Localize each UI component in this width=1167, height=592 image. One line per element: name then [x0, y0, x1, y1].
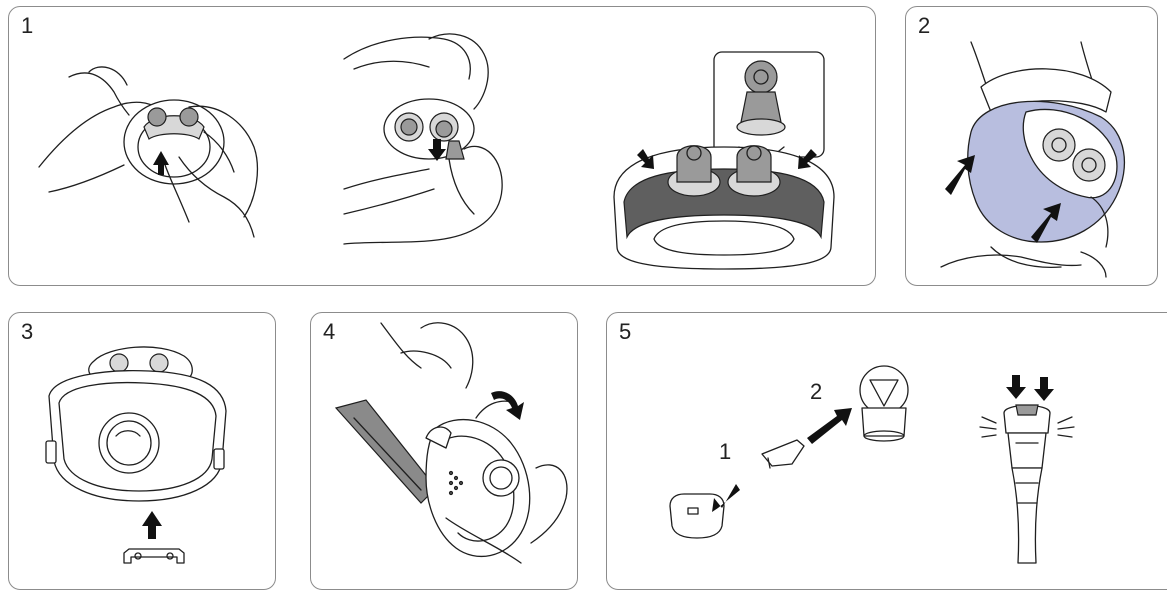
- cushion-with-pillows-illustration: [599, 47, 859, 277]
- curved-arrow-icon: [491, 391, 524, 420]
- arrow-diagonal-icon: [807, 408, 852, 444]
- panel-2: 2: [905, 6, 1158, 286]
- elbow-disassembly-illustration: [662, 358, 892, 558]
- arrow-down-icon: [1006, 375, 1026, 399]
- panel-number: 1: [21, 15, 33, 37]
- panel-1: 1: [8, 6, 876, 286]
- elbow-click-together-illustration: [972, 373, 1082, 573]
- hand-pressing-pillow-illustration: [334, 29, 514, 249]
- panel-5: 5 1 2: [606, 312, 1167, 590]
- arrow-up-icon: [142, 511, 162, 539]
- panel-number: 2: [918, 15, 930, 37]
- hands-inserting-pillows-illustration: [29, 47, 269, 247]
- panel-number: 3: [21, 321, 33, 343]
- panel-4: 4: [310, 312, 578, 590]
- panel-number: 5: [619, 321, 631, 343]
- headgear-strap-threading-illustration: [326, 318, 576, 586]
- arrow-down-icon: [1034, 377, 1054, 401]
- mask-frame-with-clip-illustration: [34, 341, 254, 571]
- cushion-attaching-to-frame-illustration: [931, 37, 1151, 277]
- panel-3: 3: [8, 312, 276, 590]
